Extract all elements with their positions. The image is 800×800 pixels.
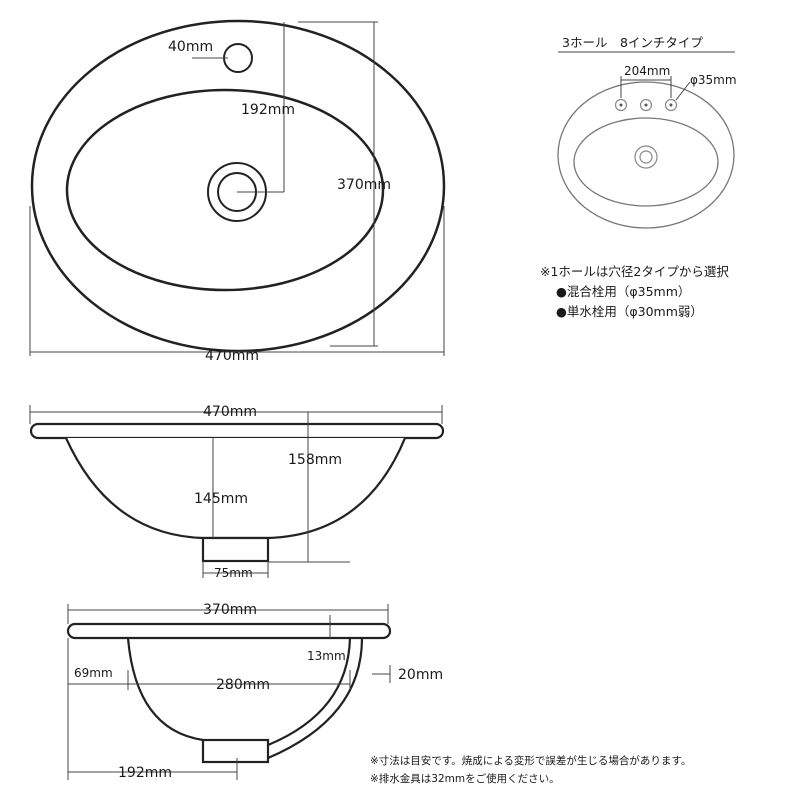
faucet-hole (223, 43, 253, 73)
drain-offset-label: 192mm (241, 102, 295, 118)
top-view: 40mm 192mm 370mm 470mm (29, 19, 446, 364)
note-option-mixing: ●混合栓用（φ35mm） (556, 284, 690, 299)
side-drain (201, 536, 270, 563)
inset-drain-outer (634, 145, 658, 169)
rim-thickness-label: 13mm (307, 649, 346, 663)
front-bowl-right (267, 637, 352, 747)
front-bowl-left (126, 637, 204, 742)
inset-hole-center (639, 98, 653, 112)
side-view: 470mm 158mm 145mm 75mm (29, 404, 445, 580)
note-heading: ※1ホールは穴径2タイプから選択 (540, 264, 729, 279)
hole-diameter-label: 40mm (168, 39, 213, 55)
front-rim (66, 622, 392, 640)
side-width-label: 470mm (203, 404, 257, 420)
front-view: 370mm 13mm 69mm 280mm 20mm 192mm (66, 602, 443, 781)
side-bowl (64, 437, 407, 540)
right-offset-label: 20mm (398, 667, 443, 683)
side-rim (29, 422, 445, 440)
footer-note-tolerance: ※寸法は目安です。焼成による変形で誤差が生じる場合があります。 (370, 754, 691, 767)
left-offset-label: 69mm (74, 666, 113, 680)
inset-hole-left (614, 98, 628, 112)
drain-width-label: 75mm (214, 566, 253, 580)
three-hole-inset: 3ホール 8インチタイプ 204mm φ35mm (557, 35, 737, 229)
inner-width-label: 280mm (216, 677, 270, 693)
inset-hole-spacing-label: 204mm (624, 64, 670, 78)
inset-hole-diameter-label: φ35mm (690, 73, 737, 87)
bowl-depth-label: 145mm (194, 491, 248, 507)
inset-drain-inner (639, 150, 653, 164)
front-drain (201, 738, 270, 764)
notes: ※1ホールは穴径2タイプから選択 ●混合栓用（φ35mm） ●単水栓用（φ30m… (370, 264, 729, 785)
front-bowl-outer-right (267, 637, 364, 760)
depth-label: 370mm (337, 177, 391, 193)
inset-hole-right (664, 98, 678, 112)
inset-inner-bowl (573, 117, 719, 207)
inset-title: 3ホール 8インチタイプ (562, 35, 703, 50)
drain-offset-front-label: 192mm (118, 765, 172, 781)
width-label: 470mm (205, 348, 259, 364)
footer-note-drain: ※排水金具は32mmをご使用ください。 (370, 772, 560, 785)
front-width-label: 370mm (203, 602, 257, 618)
note-option-single: ●単水栓用（φ30mm弱） (556, 304, 703, 319)
total-height-label: 158mm (288, 452, 342, 468)
